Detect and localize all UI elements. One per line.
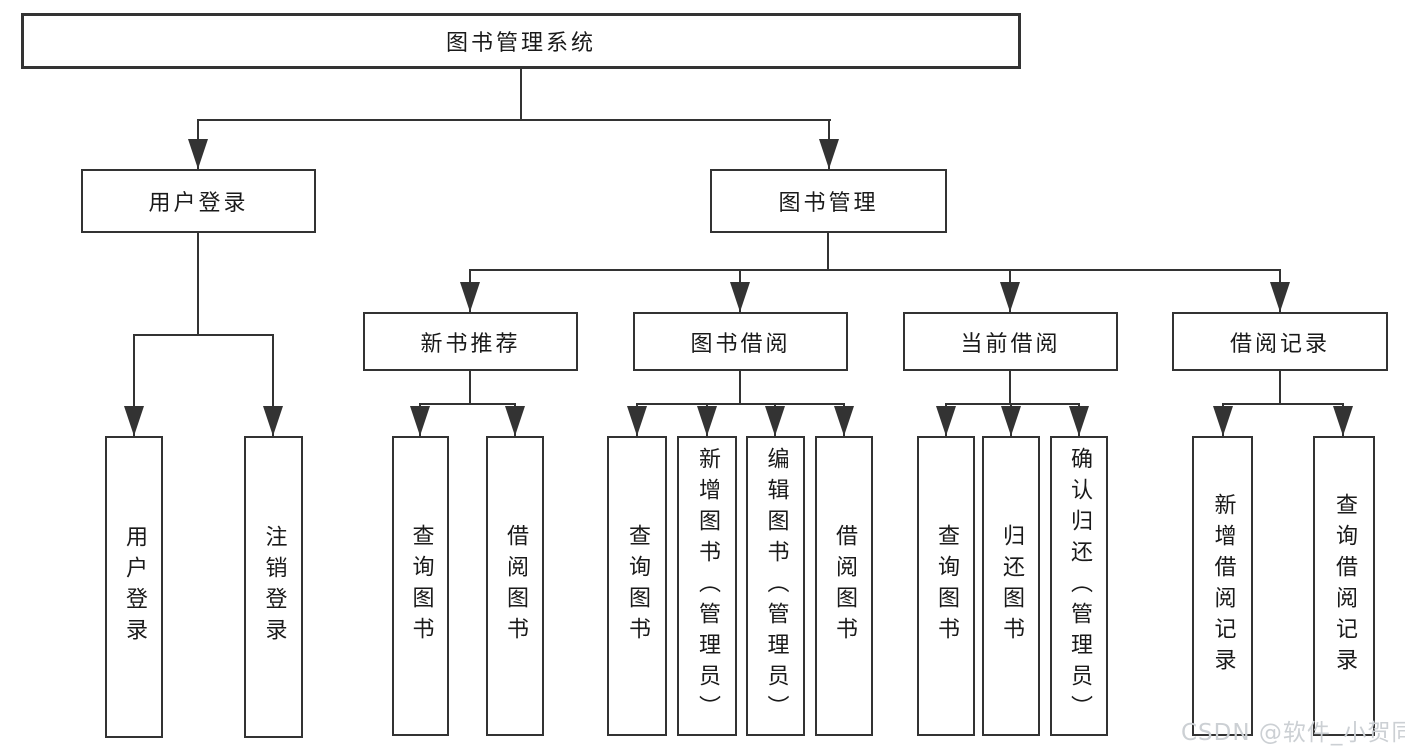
node-borrow-records: 借阅记录 <box>1172 312 1388 371</box>
arrow-down-icon <box>460 282 480 312</box>
leaf-current-query: 查询图书 <box>917 436 975 736</box>
arrow-down-icon <box>1333 406 1353 436</box>
leaf-newbook-query: 查询图书 <box>392 436 449 736</box>
connector-line <box>1009 371 1011 404</box>
arrow-down-icon <box>1069 406 1089 436</box>
node-current-borrow: 当前借阅 <box>903 312 1118 371</box>
arrow-down-icon <box>1270 282 1290 312</box>
arrow-down-icon <box>834 406 854 436</box>
arrow-down-icon <box>627 406 647 436</box>
arrow-down-icon <box>936 406 956 436</box>
leaf-borrow-edit-admin: 编辑图书（管理员） <box>746 436 805 736</box>
connector-line <box>520 69 522 120</box>
leaf-records-query: 查询借阅记录 <box>1313 436 1375 736</box>
arrow-down-icon <box>505 406 525 436</box>
connector-line <box>272 334 274 436</box>
connector-line <box>469 269 1281 271</box>
node-book-borrow: 图书借阅 <box>633 312 848 371</box>
arrow-down-icon <box>263 406 283 436</box>
leaf-current-return: 归还图书 <box>982 436 1040 736</box>
arrow-down-icon <box>1213 406 1233 436</box>
arrow-down-icon <box>819 139 839 169</box>
leaf-user-login: 用户登录 <box>105 436 163 738</box>
arrow-down-icon <box>124 406 144 436</box>
connector-line <box>1222 403 1344 405</box>
leaf-current-confirm-admin: 确认归还（管理员） <box>1050 436 1108 736</box>
node-user-login: 用户登录 <box>81 169 316 233</box>
node-new-book-recommend: 新书推荐 <box>363 312 578 371</box>
connector-line <box>197 119 831 121</box>
arrow-down-icon <box>730 282 750 312</box>
connector-line <box>197 233 199 335</box>
arrow-down-icon <box>1000 282 1020 312</box>
arrow-down-icon <box>697 406 717 436</box>
connector-line <box>133 334 274 336</box>
node-library-system: 图书管理系统 <box>21 13 1021 69</box>
arrow-down-icon <box>1001 406 1021 436</box>
leaf-borrow-borrow: 借阅图书 <box>815 436 873 736</box>
arrow-down-icon <box>765 406 785 436</box>
arrow-down-icon <box>188 139 208 169</box>
connector-line <box>945 403 1080 405</box>
arrow-down-icon <box>410 406 430 436</box>
leaf-borrow-add-admin: 新增图书（管理员） <box>677 436 737 736</box>
connector-line <box>133 334 135 436</box>
connector-line <box>469 371 471 404</box>
node-book-management: 图书管理 <box>710 169 947 233</box>
leaf-borrow-query: 查询图书 <box>607 436 667 736</box>
watermark: CSDN @软件_小贺同学 <box>1181 720 1405 746</box>
connector-line <box>827 233 829 270</box>
connector-line <box>739 371 741 404</box>
connector-line <box>1279 371 1281 404</box>
leaf-logout: 注销登录 <box>244 436 303 738</box>
leaf-records-add: 新增借阅记录 <box>1192 436 1253 736</box>
connector-line <box>419 403 516 405</box>
connector-line <box>636 403 845 405</box>
leaf-newbook-borrow: 借阅图书 <box>486 436 544 736</box>
